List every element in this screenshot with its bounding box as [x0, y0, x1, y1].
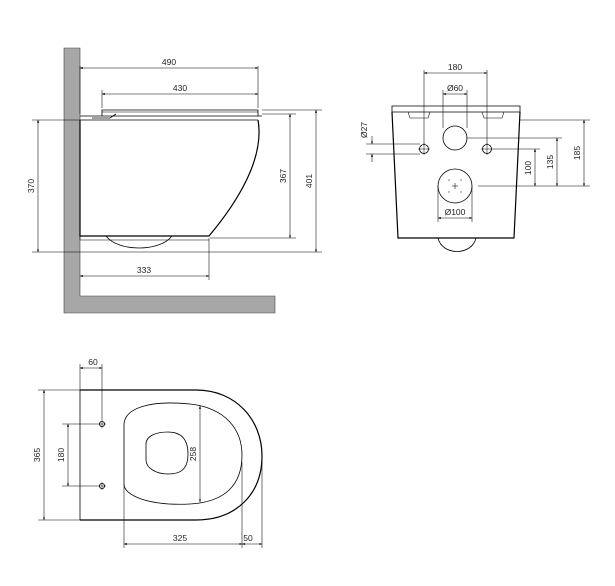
- dim-401: 401: [304, 174, 314, 188]
- dim-top-60: 60: [88, 357, 98, 367]
- seat-ring: [123, 402, 243, 505]
- front-body-outline: [391, 111, 521, 239]
- dim-top-180: 180: [56, 448, 66, 462]
- dim-50: 50: [243, 533, 253, 543]
- bowl-opening: [145, 431, 189, 475]
- dim-490: 490: [162, 57, 176, 67]
- dim-100: 100: [523, 161, 533, 175]
- dim-d27: Ø27: [359, 122, 369, 138]
- front-view: 180 Ø60 Ø27 100 135 185 Ø100: [359, 62, 590, 252]
- dim-d100: Ø100: [445, 207, 466, 217]
- dim-370: 370: [26, 179, 36, 193]
- side-view: 490 430 370 367 401 333: [26, 47, 322, 314]
- dim-front-180: 180: [448, 62, 462, 72]
- dim-367: 367: [278, 169, 288, 183]
- dim-d60: Ø60: [447, 83, 463, 93]
- dim-333: 333: [137, 265, 151, 275]
- outlet-circle: [442, 125, 468, 151]
- toilet-body-outline: [79, 119, 260, 237]
- top-view: 60 365 180 258 325 50: [32, 357, 263, 548]
- wall-section: [63, 47, 276, 314]
- dim-430: 430: [173, 83, 187, 93]
- dim-135: 135: [545, 155, 555, 169]
- dim-325: 325: [173, 533, 187, 543]
- dim-258: 258: [188, 447, 198, 461]
- dim-365: 365: [32, 448, 42, 462]
- top-body-outline: [80, 389, 263, 521]
- dim-185: 185: [572, 146, 582, 160]
